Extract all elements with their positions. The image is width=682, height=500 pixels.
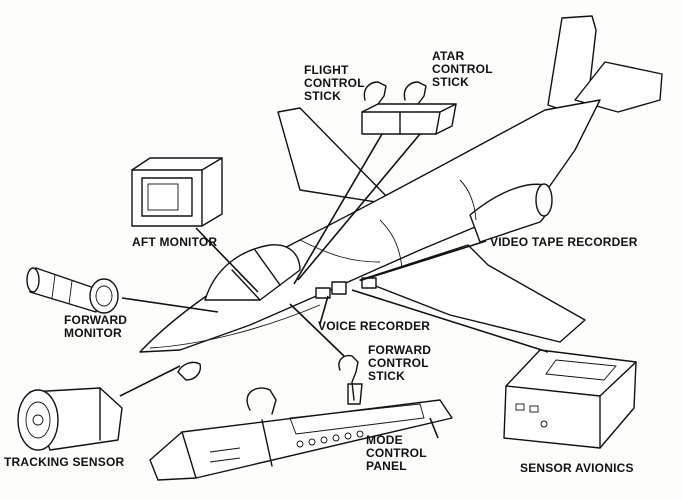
label-sensor-avionics: SENSOR AVIONICS (520, 461, 634, 475)
leader-lines (119, 133, 549, 439)
aft-monitor-unit (131, 157, 223, 227)
label-forward-control-stick: FORWARD CONTROL STICK (368, 343, 432, 383)
label-voice-recorder: VOICE RECORDER (318, 319, 431, 333)
engine-exhaust (535, 183, 553, 217)
label-atar-control-stick: ATAR CONTROL STICK (432, 49, 493, 89)
recorder-units (315, 277, 377, 299)
forward-control-stick-unit (338, 354, 363, 405)
canopy (204, 244, 301, 301)
label-video-tape-recorder: VIDEO TAPE RECORDER (490, 235, 638, 249)
label-flight-control-stick: FLIGHT CONTROL STICK (304, 63, 365, 103)
label-aft-monitor: AFT MONITOR (132, 235, 218, 249)
mode-control-panel-unit (149, 387, 453, 481)
label-forward-monitor: FORWARD MONITOR (64, 313, 128, 340)
control-sticks-unit (361, 81, 457, 135)
horizontal-stabilizer (574, 61, 663, 113)
label-tracking-sensor: TRACKING SENSOR (4, 455, 125, 469)
intake (177, 361, 202, 381)
sensor-avionics-unit (503, 349, 637, 449)
forward-monitor-unit (26, 267, 119, 314)
upper-wing (277, 107, 396, 206)
lower-wing (359, 244, 586, 343)
label-mode-control-panel: MODE CONTROL PANEL (366, 433, 427, 473)
tracking-sensor-unit (17, 387, 123, 451)
